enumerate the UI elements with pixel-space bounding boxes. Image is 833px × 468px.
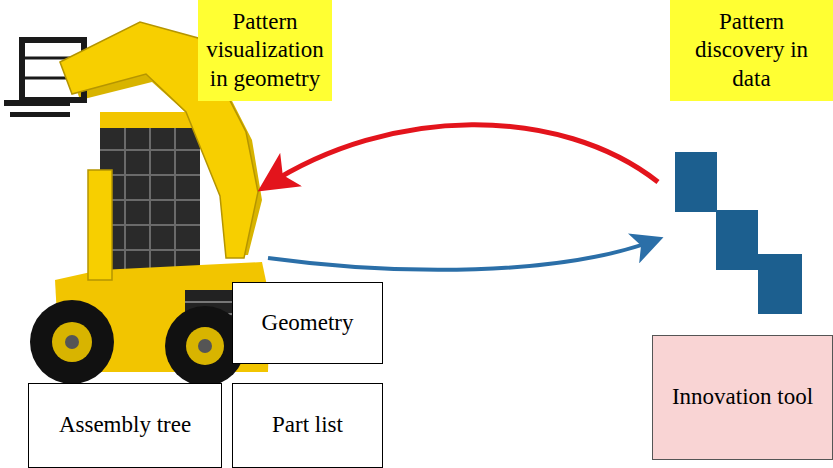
box-label: Pattern discovery in data <box>678 8 825 92</box>
title-box: Pattern discovery in data <box>670 0 833 101</box>
box-label: Assembly tree <box>59 411 191 439</box>
box-label: Innovation tool <box>672 383 813 411</box>
title-box: Pattern visualization in geometry <box>198 0 332 101</box>
box-label: Geometry <box>262 309 354 337</box>
data-box: Geometry <box>232 282 383 364</box>
box-label: Pattern visualization in geometry <box>206 8 324 92</box>
box-label: Part list <box>272 411 343 439</box>
data-box: Assembly tree <box>28 383 222 468</box>
data-box: Part list <box>232 383 383 468</box>
tool-box: Innovation tool <box>652 335 833 460</box>
